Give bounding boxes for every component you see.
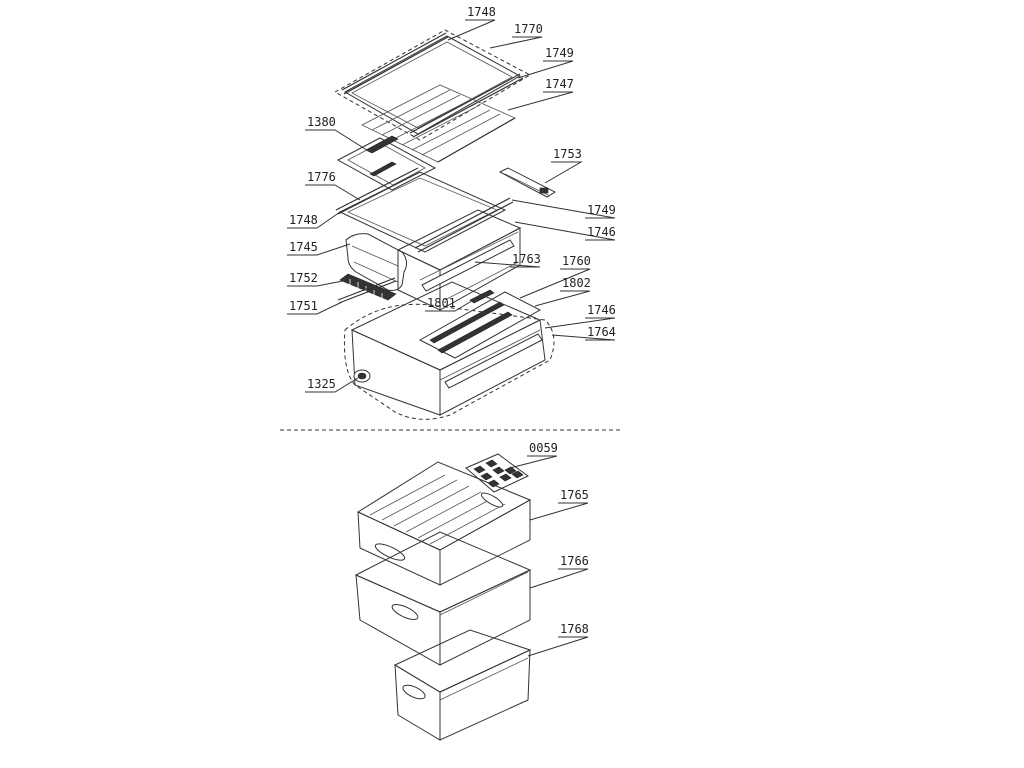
- freezer-drawer-1766: [354, 531, 532, 666]
- label-1760: 1760: [562, 254, 591, 268]
- label-1753: 1753: [553, 147, 582, 161]
- tray-1745: [345, 233, 408, 291]
- rail-1753: [498, 167, 557, 198]
- label-0059: 0059: [529, 441, 558, 455]
- label-1748-mid: 1748: [289, 213, 318, 227]
- drawer-assembly-1764: [344, 281, 555, 420]
- leader-lines: [287, 19, 616, 657]
- label-1380: 1380: [307, 115, 336, 129]
- label-1802: 1802: [562, 276, 591, 290]
- knob-1325: [353, 369, 371, 383]
- label-1746-bottom: 1746: [587, 303, 616, 317]
- label-1749-mid: 1749: [587, 203, 616, 217]
- label-1748-top: 1748: [467, 5, 496, 19]
- label-1752: 1752: [289, 271, 318, 285]
- bar-1751: [337, 277, 397, 304]
- label-1747: 1747: [545, 77, 574, 91]
- label-1763: 1763: [512, 252, 541, 266]
- ice-tray-0059: [465, 453, 529, 493]
- label-1749-top: 1749: [545, 46, 574, 60]
- label-1765: 1765: [560, 488, 589, 502]
- freezer-drawer-1765: [356, 461, 532, 586]
- label-1770: 1770: [514, 22, 543, 36]
- glass-shelf-1776: [335, 167, 514, 253]
- label-1801: 1801: [427, 296, 456, 310]
- label-1764: 1764: [587, 325, 616, 339]
- label-1766: 1766: [560, 554, 589, 568]
- part-1801: [469, 289, 495, 304]
- label-1746-top: 1746: [587, 225, 616, 239]
- glass-shelf-1770: [333, 29, 532, 141]
- wire-rack-1747: [361, 84, 516, 163]
- label-1776: 1776: [307, 170, 336, 184]
- crisper-drawer-1763: [396, 209, 522, 311]
- label-1745: 1745: [289, 240, 318, 254]
- frame-1380: [336, 135, 437, 191]
- freezer-drawer-1768: [393, 629, 532, 741]
- label-1751: 1751: [289, 299, 318, 313]
- label-1768: 1768: [560, 622, 589, 636]
- label-1325: 1325: [307, 377, 336, 391]
